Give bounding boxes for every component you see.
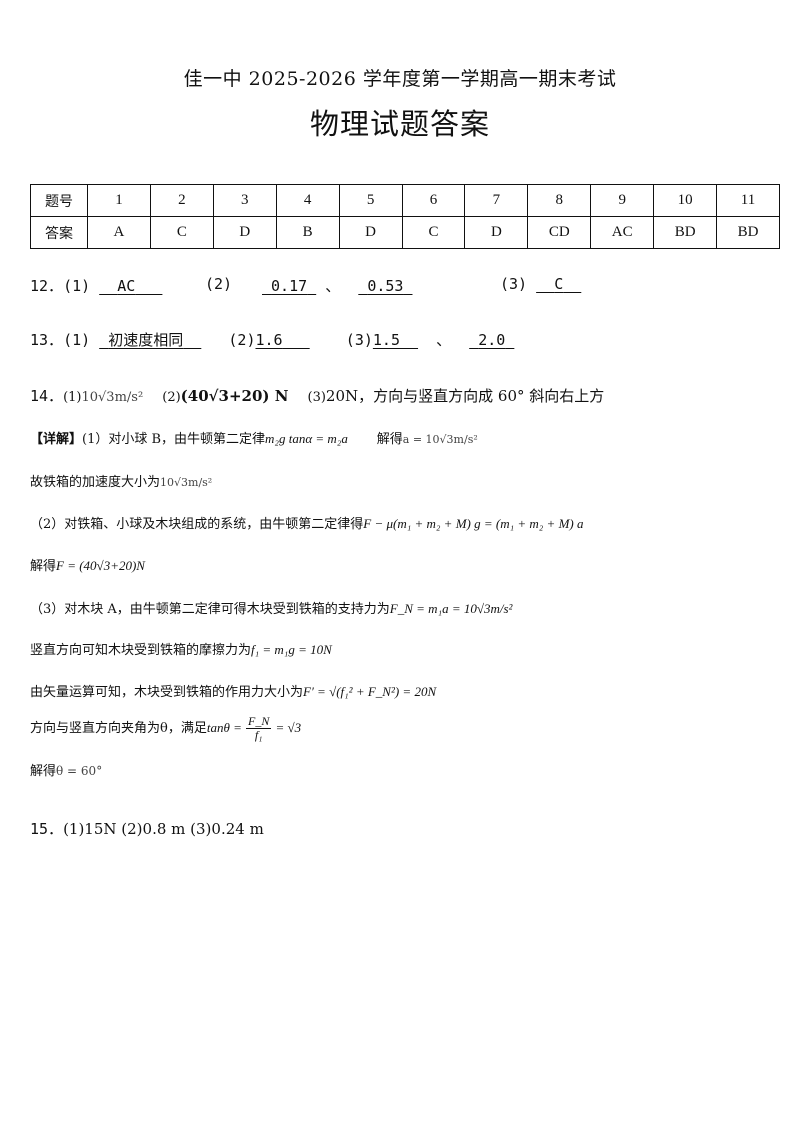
detail-text: 竖直方向可知木块受到铁箱的摩擦力为: [30, 643, 252, 658]
question-14-answer: 14．(1)10√3m/s² (2)(40√3+20) N (3)20N，方向与…: [30, 385, 604, 406]
answer-blank: 1.5: [372, 331, 400, 349]
question-12-part-3: (3) C: [500, 275, 581, 293]
question-number-cell: 5: [338, 184, 403, 217]
separator: 、: [436, 331, 452, 349]
answer-cell: A: [87, 216, 151, 249]
equation: = √3: [275, 720, 302, 735]
fraction-denominator: f₁: [254, 728, 263, 742]
part-label: (3): [500, 275, 528, 293]
detail-text: 方向与竖直方向夹角为θ，满足: [30, 721, 207, 736]
part-label: (1): [63, 277, 91, 295]
question-13-answer: 13．(1) 初速度相同 (2)1.6 (3)1.5 、 2.0: [30, 329, 514, 350]
answer-cell: C: [149, 216, 214, 249]
detail-line-4: 解得F = (40√3+20)N: [30, 555, 145, 574]
question-number-cell: 4: [275, 184, 340, 217]
detail-line-6: 竖直方向可知木块受到铁箱的摩擦力为f₁ = m₁g = 10N: [30, 639, 332, 658]
detail-text: 解得: [376, 432, 403, 447]
answer-value: 20N，方向与竖直方向成 60° 斜向右上方: [325, 387, 605, 405]
part-label: (3): [307, 390, 326, 405]
part-label: (1): [63, 331, 91, 349]
answer-cell: D: [464, 216, 529, 249]
equation: 10√3m/s²: [160, 476, 213, 489]
detail-line-5: （3）对木块 A，由牛顿第二定律可得木块受到铁箱的支持力为F_N = m₁a =…: [30, 598, 512, 617]
equation: F′ = √(f₁² + F_N²) = 20N: [303, 684, 437, 699]
answer-blank: 0.17: [271, 277, 308, 295]
question-number-cell: 2: [149, 184, 214, 217]
answer-value: (40√3+20) N: [180, 387, 289, 405]
detail-text: （3）对木块 A，由牛顿第二定律可得木块受到铁箱的支持力为: [30, 602, 390, 617]
school-exam-title: 佳一中 2025-2026 学年度第一学期高一期末考试: [183, 68, 617, 90]
equation: θ = 60°: [56, 764, 103, 778]
answer-blank: 2.0: [478, 331, 506, 349]
answer-cell: C: [401, 216, 466, 249]
answer-blank: 0.53: [367, 277, 404, 295]
question-number-cell: 6: [401, 184, 466, 217]
answer-value: 10√3m/s²: [81, 390, 144, 405]
question-number: 14．: [30, 387, 64, 405]
answer-cell: BD: [716, 216, 780, 249]
part-label: (3): [345, 331, 373, 349]
equation: F_N = m₁a = 10√3m/s²: [389, 601, 513, 616]
detail-line-9: 解得θ = 60°: [30, 760, 102, 779]
detail-text: 解得: [30, 764, 57, 779]
answer-blank: AC: [117, 277, 136, 295]
detail-label: 【详解】: [30, 432, 83, 447]
part-label: (1): [63, 390, 82, 405]
part-label: (2): [205, 275, 233, 293]
fraction-numerator: F_N: [246, 714, 272, 729]
part-label: (2): [228, 331, 256, 349]
question-number-cell: 9: [590, 184, 655, 217]
question-number-cell: 3: [212, 184, 277, 217]
equation: f₁ = m₁g = 10N: [251, 642, 332, 657]
answer-cell: AC: [590, 216, 655, 249]
equation: F = (40√3+20)N: [56, 558, 145, 573]
question-12-part-2-answers: 0.17 、 0.53: [262, 275, 412, 296]
answer-cell: BD: [653, 216, 718, 249]
question-number-cell: 11: [716, 184, 780, 217]
detail-text: 由矢量运算可知，木块受到铁箱的作用力大小为: [30, 685, 304, 700]
answer-cell: B: [275, 216, 340, 249]
question-number: 13．: [30, 331, 64, 349]
part-label: (2): [162, 390, 181, 405]
answer-cell: CD: [527, 216, 592, 249]
question-number-cell: 10: [653, 184, 718, 217]
equation: F − μ(m₁ + m₂ + M) g = (m₁ + m₂ + M) a: [363, 516, 584, 531]
equation: m₂g tanα = m₂a: [265, 431, 348, 446]
answer-blank: 1.6: [255, 331, 283, 349]
detail-text: (1）对小球 B，由牛顿第二定律: [82, 432, 266, 447]
row-label-question-number: 题号: [30, 184, 88, 217]
separator: 、: [325, 277, 341, 295]
answer-cell: D: [212, 216, 277, 249]
answer-blank: 初速度相同: [108, 331, 184, 349]
detail-text: （2）对铁箱、小球及木块组成的系统，由牛顿第二定律得: [30, 517, 364, 532]
answer-value: (1)15N (2)0.8 m (3)0.24 m: [63, 820, 264, 838]
question-12-part-2: (2): [205, 275, 232, 293]
question-number-cell: 7: [464, 184, 529, 217]
detail-text: 故铁箱的加速度大小为: [30, 475, 161, 490]
question-15-answer: 15．(1)15N (2)0.8 m (3)0.24 m: [30, 818, 264, 839]
question-number: 12．: [30, 277, 64, 295]
detail-line-3: （2）对铁箱、小球及木块组成的系统，由牛顿第二定律得F − μ(m₁ + m₂ …: [30, 513, 584, 532]
row-label-answer: 答案: [30, 216, 88, 249]
question-number-cell: 8: [527, 184, 592, 217]
answer-blank: C: [554, 275, 564, 293]
detail-line-2: 故铁箱的加速度大小为10√3m/s²: [30, 471, 212, 490]
detail-text: 解得: [30, 559, 57, 574]
equation: tanθ =: [206, 720, 242, 735]
detail-line-1: 【详解】(1）对小球 B，由牛顿第二定律m₂g tanα = m₂a 解得a =…: [30, 428, 478, 447]
question-number: 15．: [30, 820, 64, 838]
document-title: 物理试题答案: [309, 107, 490, 141]
equation: a = 10√3m/s²: [402, 433, 478, 446]
answer-cell: D: [338, 216, 403, 249]
detail-line-7: 由矢量运算可知，木块受到铁箱的作用力大小为F′ = √(f₁² + F_N²) …: [30, 681, 436, 700]
question-12-answer: 12．(1) AC: [30, 275, 162, 296]
question-number-cell: 1: [87, 184, 151, 217]
